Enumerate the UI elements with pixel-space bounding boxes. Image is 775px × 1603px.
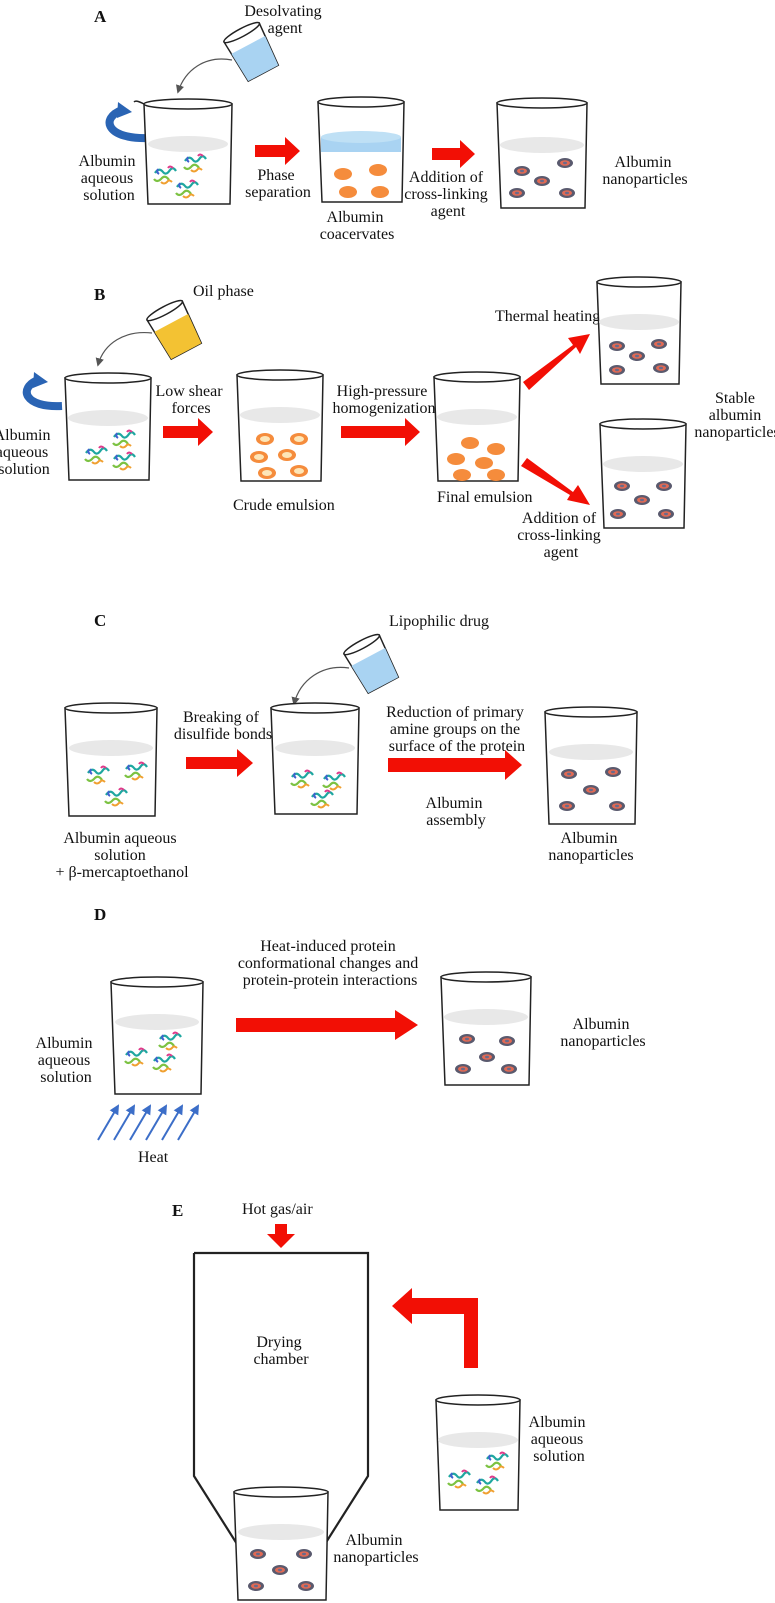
final-emulsion-label: Final emulsion (437, 489, 533, 506)
process-arrow-icon (267, 1224, 295, 1248)
desolvating-agent-label: Desolvating agent (244, 3, 325, 37)
albumin-solution-label-b: Albumin aqueous solution (0, 427, 54, 478)
nanoparticles-label-e: Albumin nanoparticles (333, 1532, 418, 1566)
reduction-label: Reduction of primary amine groups on the… (386, 704, 528, 755)
curved-arrow-icon (95, 331, 153, 367)
breaking-label: Breaking of disulfide bonds (174, 709, 272, 743)
beaker-icon (317, 96, 405, 203)
albumin-solution-label-c: Albumin aqueous solution + β-mercaptoeth… (55, 830, 189, 881)
flask-icon (145, 299, 203, 361)
drying-chamber-label: Drying chamber (253, 1334, 309, 1368)
beaker-icon (599, 418, 687, 529)
rotation-arrow-icon (22, 376, 63, 411)
drying-chamber (192, 1251, 370, 1545)
process-arrow-icon (255, 137, 300, 165)
crude-emulsion-label: Crude emulsion (233, 497, 335, 514)
process-arrow-icon (392, 1288, 478, 1368)
hot-gas-label: Hot gas/air (242, 1201, 313, 1218)
albumin-solution-label-d: Albumin aqueous solution (36, 1035, 97, 1086)
process-arrow-icon (163, 418, 213, 446)
assembly-label: Albumin assembly (426, 795, 487, 829)
beaker-icon (440, 971, 532, 1086)
process-arrow-icon (523, 334, 590, 390)
flask-icon (222, 21, 280, 83)
process-arrow-icon (186, 749, 253, 777)
nanoparticles-label-d: Albumin nanoparticles (560, 1016, 645, 1050)
beaker-icon (496, 97, 588, 209)
beaker-icon (270, 702, 360, 815)
beaker-icon (544, 706, 638, 825)
process-arrow-icon (388, 750, 522, 780)
panel-a-letter: A (94, 7, 107, 26)
beaker-icon (64, 702, 158, 817)
panel-b: B Oil phase Albumin aqueous solution Low… (0, 276, 775, 561)
panel-d-letter: D (94, 905, 106, 924)
panel-e: E Hot gas/air Drying chamber Albumin aqu… (172, 1201, 590, 1601)
low-shear-label: Low shear forces (155, 383, 226, 417)
beaker-icon (596, 276, 682, 385)
oil-phase-label: Oil phase (193, 283, 254, 300)
panel-b-letter: B (94, 285, 105, 304)
heat-arrow-icon (97, 1104, 200, 1141)
rotation-arrow-icon (105, 106, 151, 143)
albumin-solution-label-a: Albumin aqueous solution (79, 153, 140, 204)
panel-c: C Lipophilic drug Albumin aqueous soluti… (55, 611, 638, 881)
beaker-icon (236, 369, 324, 482)
coacervates-label: Albumin coacervates (320, 209, 395, 243)
crosslink-label-b: Addition of cross-linking agent (517, 510, 605, 561)
lipophilic-drug-label: Lipophilic drug (389, 613, 489, 630)
thermal-heating-label: Thermal heating (495, 308, 600, 325)
stable-np-label: Stable albumin nanoparticles (694, 390, 775, 441)
panel-a: A Desolvating agent Albumin aqueous solu… (79, 3, 688, 243)
curved-arrow-icon (176, 58, 233, 94)
panel-e-letter: E (172, 1201, 183, 1220)
panel-d: D Heat-induced protein conformational ch… (36, 905, 646, 1166)
nanoparticles-label-a: Albumin nanoparticles (602, 154, 687, 188)
beaker-icon (435, 1394, 521, 1511)
process-arrow-icon (236, 1010, 418, 1040)
heat-label: Heat (138, 1149, 169, 1166)
beaker-icon (233, 1486, 329, 1601)
phase-separation-label: Phase separation (245, 167, 311, 201)
homogenization-label: High-pressure homogenization (332, 383, 435, 417)
nanoparticles-label-c: Albumin nanoparticles (548, 830, 633, 864)
beaker-icon (110, 976, 204, 1095)
process-arrow-icon (521, 458, 590, 505)
beaker-icon (433, 371, 521, 482)
beaker-icon (64, 372, 152, 481)
process-arrow-icon (432, 140, 475, 168)
curved-arrow-icon (291, 666, 350, 706)
heat-induced-label: Heat-induced protein conformational chan… (238, 938, 422, 989)
crosslink-label-a: Addition of cross-linking agent (404, 169, 492, 220)
albumin-solution-label-e: Albumin aqueous solution (529, 1414, 590, 1465)
panel-c-letter: C (94, 611, 106, 630)
beaker-icon (133, 98, 233, 205)
process-arrow-icon (341, 418, 420, 446)
flask-icon (342, 633, 400, 695)
